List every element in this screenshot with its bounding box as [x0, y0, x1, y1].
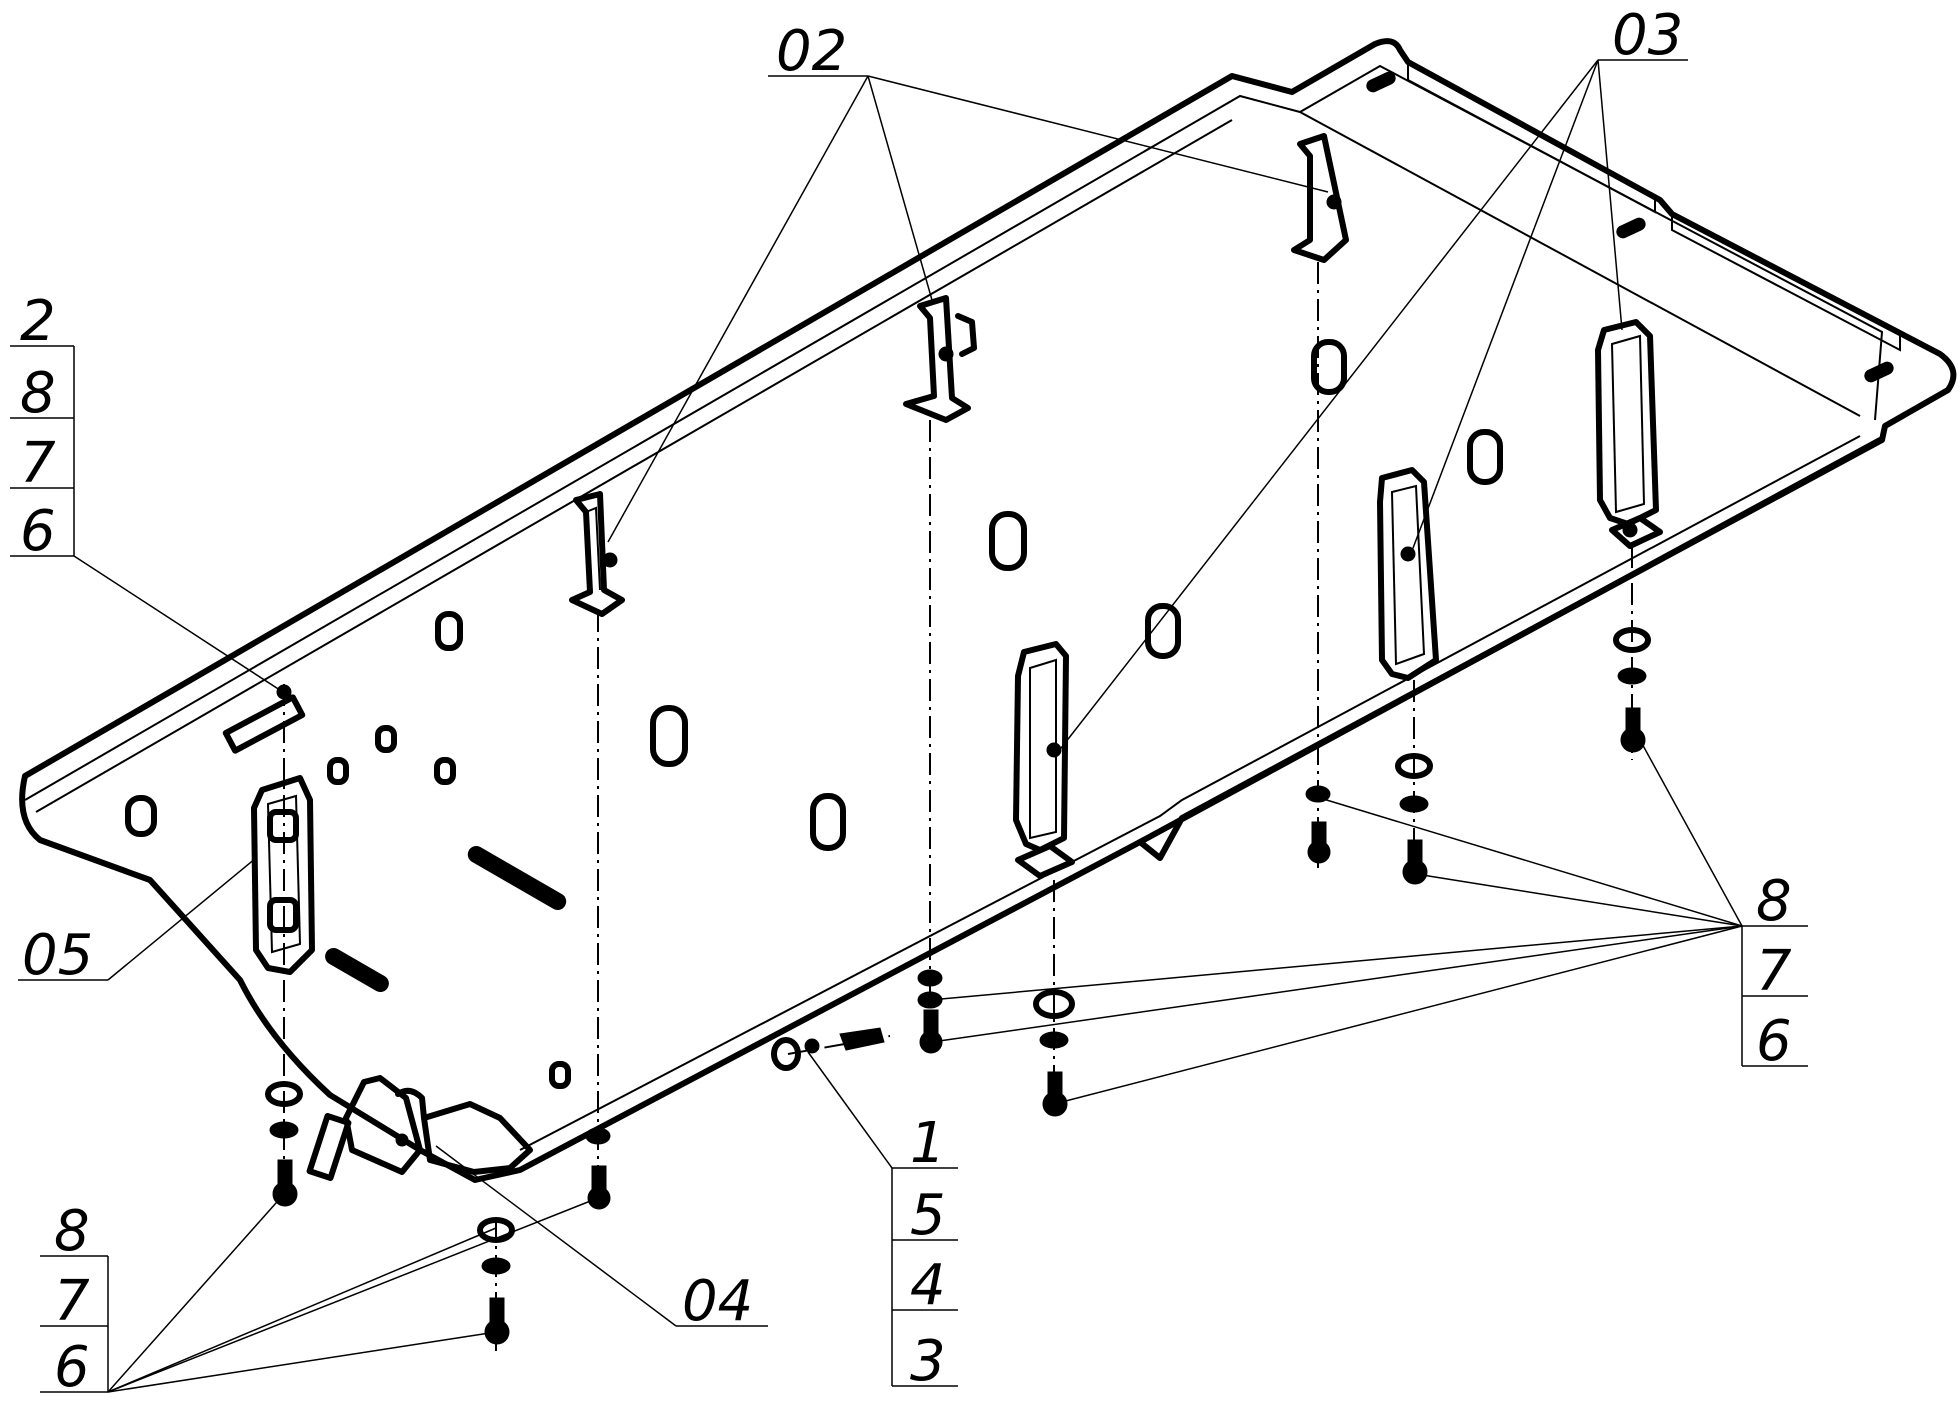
fastener-set-bracket03-mid: [1395, 753, 1433, 885]
stack-tl-2: 2: [20, 289, 56, 354]
label-02: 02: [776, 19, 847, 84]
stack-mid-4: 4: [910, 1253, 946, 1318]
fastener-set-front-mid: [585, 1127, 611, 1210]
fastener-set-bracket03-right: [1613, 627, 1651, 753]
bracket-03-right: [1595, 319, 1663, 549]
stack-right-8: 8: [1756, 869, 1792, 934]
stack-bl-7: 7: [54, 1269, 90, 1334]
bracket-03-mid: [1377, 467, 1439, 681]
stack-right-6: 6: [1756, 1009, 1792, 1074]
fastener-set-center: [917, 969, 943, 1054]
fastener-set-bracket03-left: [1033, 989, 1075, 1117]
plate-holes: [125, 339, 1503, 1089]
label-04: 04: [682, 1269, 753, 1334]
bracket-04: [306, 1075, 533, 1181]
stack-right-7: 7: [1756, 939, 1792, 1004]
bracket-02-mid: [903, 295, 977, 423]
assembly-axes: [283, 262, 1633, 1356]
stack-bl-8: 8: [54, 1199, 90, 1264]
label-frames: [10, 345, 1808, 1393]
label-03: 03: [1612, 3, 1683, 68]
stack-mid-3: 3: [910, 1329, 946, 1394]
bracket-02-right: [1291, 133, 1349, 263]
stack-tl-8: 8: [20, 361, 56, 426]
fastener-set-front: [477, 1217, 515, 1345]
stack-tl-7: 7: [20, 431, 56, 496]
stack-mid-5: 5: [910, 1183, 946, 1248]
skid-plate: [19, 38, 1957, 1183]
fastener-set-left: [265, 1081, 303, 1207]
fastener-set-horizontal: [771, 1027, 885, 1071]
label-05: 05: [22, 923, 93, 988]
bracket-03-left: [1013, 641, 1075, 879]
bracket-02-left: [569, 491, 625, 617]
stack-tl-6: 6: [20, 499, 56, 564]
fastener-set-bracket02-right: [1305, 785, 1331, 864]
callout-labels: 02 03 05 04 2 8 7 6 8 7 6 1 5 4 3 8 7 6: [20, 3, 1792, 1400]
stack-bl-6: 6: [54, 1335, 90, 1400]
edge-slots: [1366, 71, 1894, 383]
leader-lines: [18, 59, 1743, 1393]
fasteners: [265, 627, 1651, 1345]
stack-mid-1: 1: [910, 1111, 946, 1176]
